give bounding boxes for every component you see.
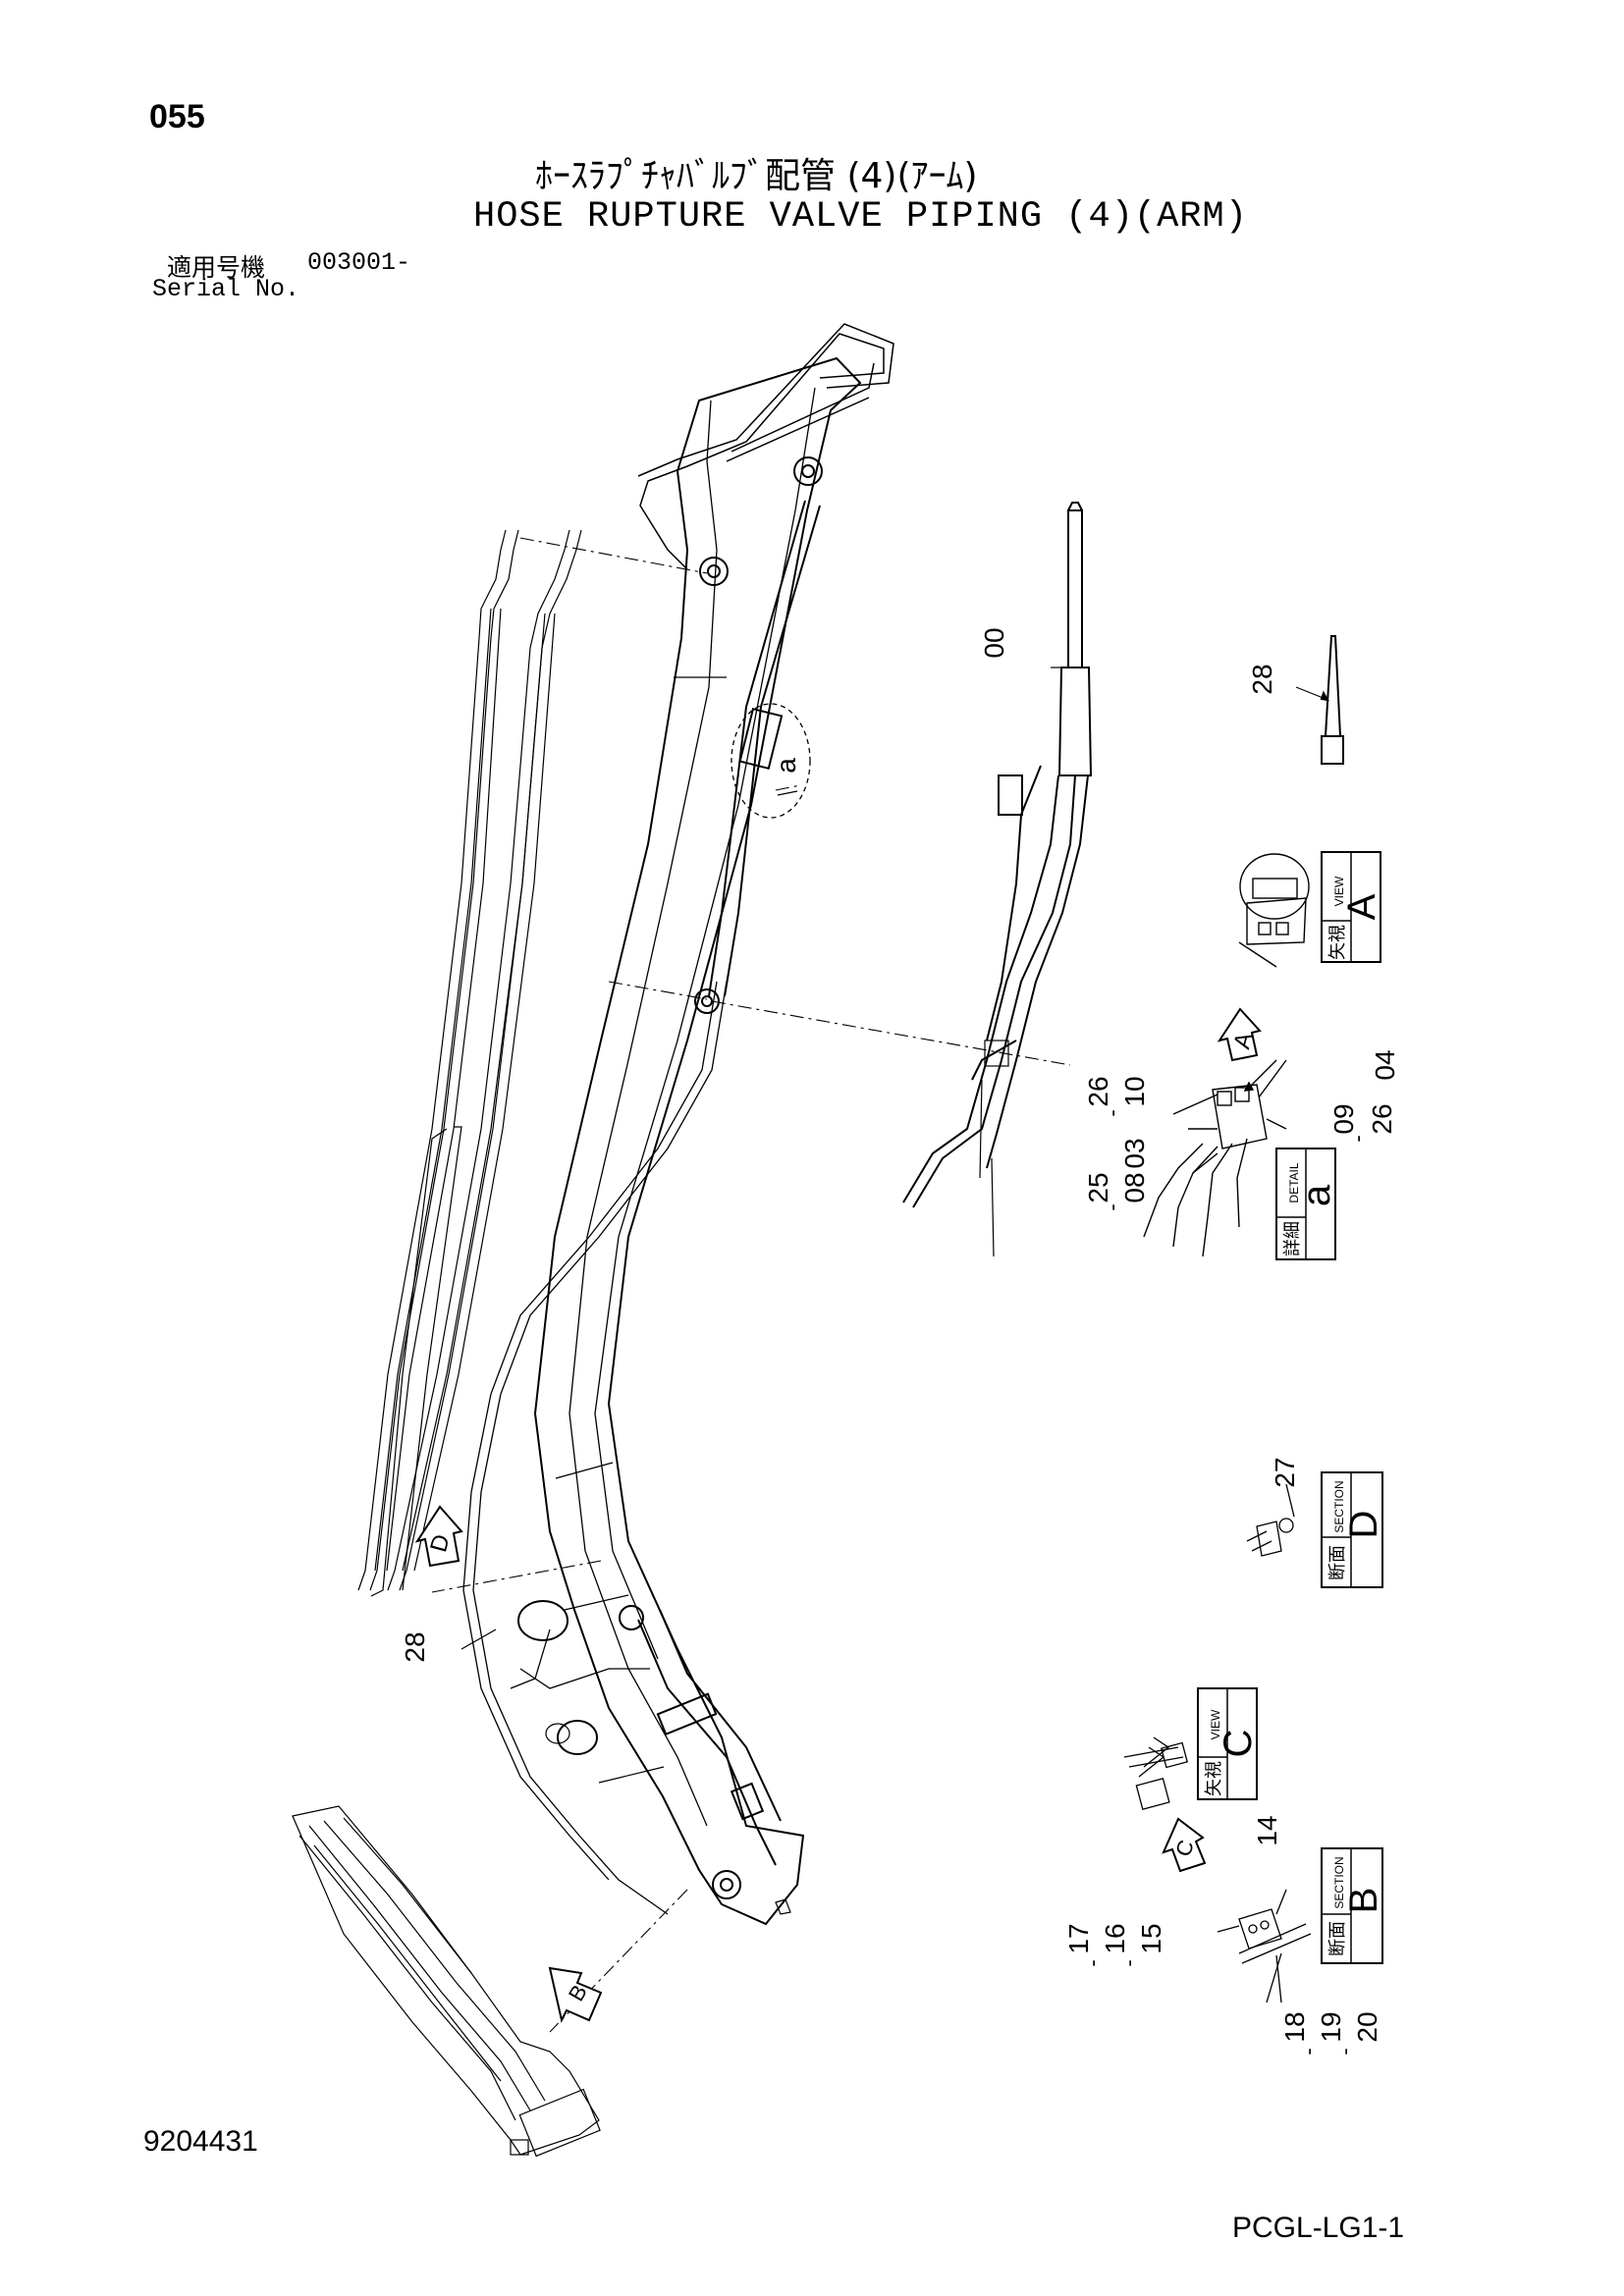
view-c-letter: C <box>1217 1730 1260 1758</box>
callout-03: 03 <box>1119 1138 1150 1168</box>
view-arrow-a: A <box>1217 1007 1262 1062</box>
title-japanese: ﾎｰｽﾗﾌﾟﾁｬﾊﾞﾙﾌﾞ配管 (4)(ｱｰﾑ) <box>535 156 978 196</box>
arrow-d-letter: D <box>425 1531 456 1555</box>
section-box-d: 断面 SECTION D <box>1321 1471 1385 1588</box>
cable-tie-part <box>1295 635 1344 765</box>
callout-10: 10 <box>1119 1076 1150 1106</box>
callout-09: 09 <box>1328 1103 1359 1134</box>
detail-a-sub: DETAIL <box>1287 1162 1301 1202</box>
bucket-cylinder <box>708 500 821 997</box>
callout-a-marker: a <box>771 758 801 774</box>
view-a-sub: VIEW <box>1332 876 1346 906</box>
callout-04: 04 <box>1370 1049 1400 1080</box>
serial-label-japanese: 適用号機 <box>167 253 266 282</box>
view-arrow-d: D <box>414 1505 463 1568</box>
section-b-sketch <box>1217 1889 1312 2003</box>
view-c-jp: 矢視 <box>1204 1761 1223 1796</box>
view-box-c: 矢視 VIEW C <box>1197 1687 1260 1800</box>
callout-dash-4: - <box>1080 1959 1105 1966</box>
view-c-sub: VIEW <box>1209 1709 1222 1739</box>
callout-dash-3: - <box>1345 1135 1370 1142</box>
callout-28-top: 28 <box>1247 664 1277 694</box>
callout-28-left: 28 <box>400 1631 430 1662</box>
callout-16: 16 <box>1100 1923 1130 1953</box>
page-number: 055 <box>149 98 205 135</box>
callout-dash-6: - <box>1296 2048 1321 2055</box>
section-d-letter: D <box>1342 1511 1385 1539</box>
detail-a-sketch <box>1143 1059 1287 1257</box>
callout-dash-2: - <box>1100 1203 1124 1210</box>
document-code: PCGL-LG1-1 <box>1232 2212 1405 2244</box>
callout-19: 19 <box>1316 2011 1346 2042</box>
callout-18: 18 <box>1279 2011 1310 2042</box>
arm-cylinder <box>637 1609 782 1866</box>
detail-box-a: 詳細 DETAIL a <box>1275 1148 1338 1260</box>
callout-26-a: 26 <box>1083 1076 1113 1106</box>
tube-bundle-left-lower <box>292 1805 601 2158</box>
leader-lines <box>460 667 1065 1650</box>
section-b-jp: 断面 <box>1327 1921 1347 1956</box>
section-d-jp: 断面 <box>1327 1545 1347 1580</box>
arm-hose-route <box>462 981 728 1915</box>
detail-a-letter: a <box>1295 1184 1338 1206</box>
boom-cylinder-component <box>902 502 1093 1257</box>
callout-27: 27 <box>1270 1457 1300 1487</box>
view-a-jp: 矢視 <box>1327 925 1347 960</box>
top-hose-loop <box>637 323 894 570</box>
callout-dash-7: - <box>1332 2048 1357 2055</box>
view-box-a: 矢視 VIEW A <box>1321 851 1383 963</box>
view-c-sketch <box>1123 1736 1189 1810</box>
section-box-b: 断面 SECTION B <box>1321 1847 1385 1964</box>
view-a-letter: A <box>1340 893 1383 920</box>
serial-range: 003001- <box>307 248 411 277</box>
section-d-sub: SECTION <box>1332 1480 1346 1532</box>
arrow-a-letter: A <box>1228 1030 1258 1051</box>
arm-body <box>517 356 862 1926</box>
title-english: HOSE RUPTURE VALVE PIPING (4)(ARM) <box>473 196 1248 238</box>
section-b-sub: SECTION <box>1332 1856 1346 1908</box>
section-d-sketch <box>1246 1483 1295 1557</box>
callout-08: 08 <box>1119 1172 1150 1202</box>
callout-00: 00 <box>979 627 1009 658</box>
tube-bundle-left-upper <box>357 529 582 1597</box>
projection-lines <box>431 537 1071 2033</box>
section-b-letter: B <box>1342 1888 1385 1914</box>
callout-17: 17 <box>1063 1923 1094 1953</box>
callout-15: 15 <box>1136 1923 1166 1953</box>
callout-26-b: 26 <box>1367 1103 1397 1134</box>
serial-label-english: Serial No. <box>152 275 300 303</box>
callout-25: 25 <box>1083 1172 1113 1202</box>
detail-a-jp: 詳細 <box>1282 1221 1302 1256</box>
callout-20: 20 <box>1352 2011 1382 2042</box>
drawing-number: 9204431 <box>143 2125 258 2158</box>
view-arrow-c: C <box>1162 1817 1207 1873</box>
callout-dash-5: - <box>1116 1959 1141 1966</box>
callout-14: 14 <box>1252 1815 1282 1845</box>
view-arrow-b: B <box>548 1966 603 2023</box>
view-a-detail-sketch <box>1238 853 1310 968</box>
callout-dash-1: - <box>1100 1109 1124 1116</box>
